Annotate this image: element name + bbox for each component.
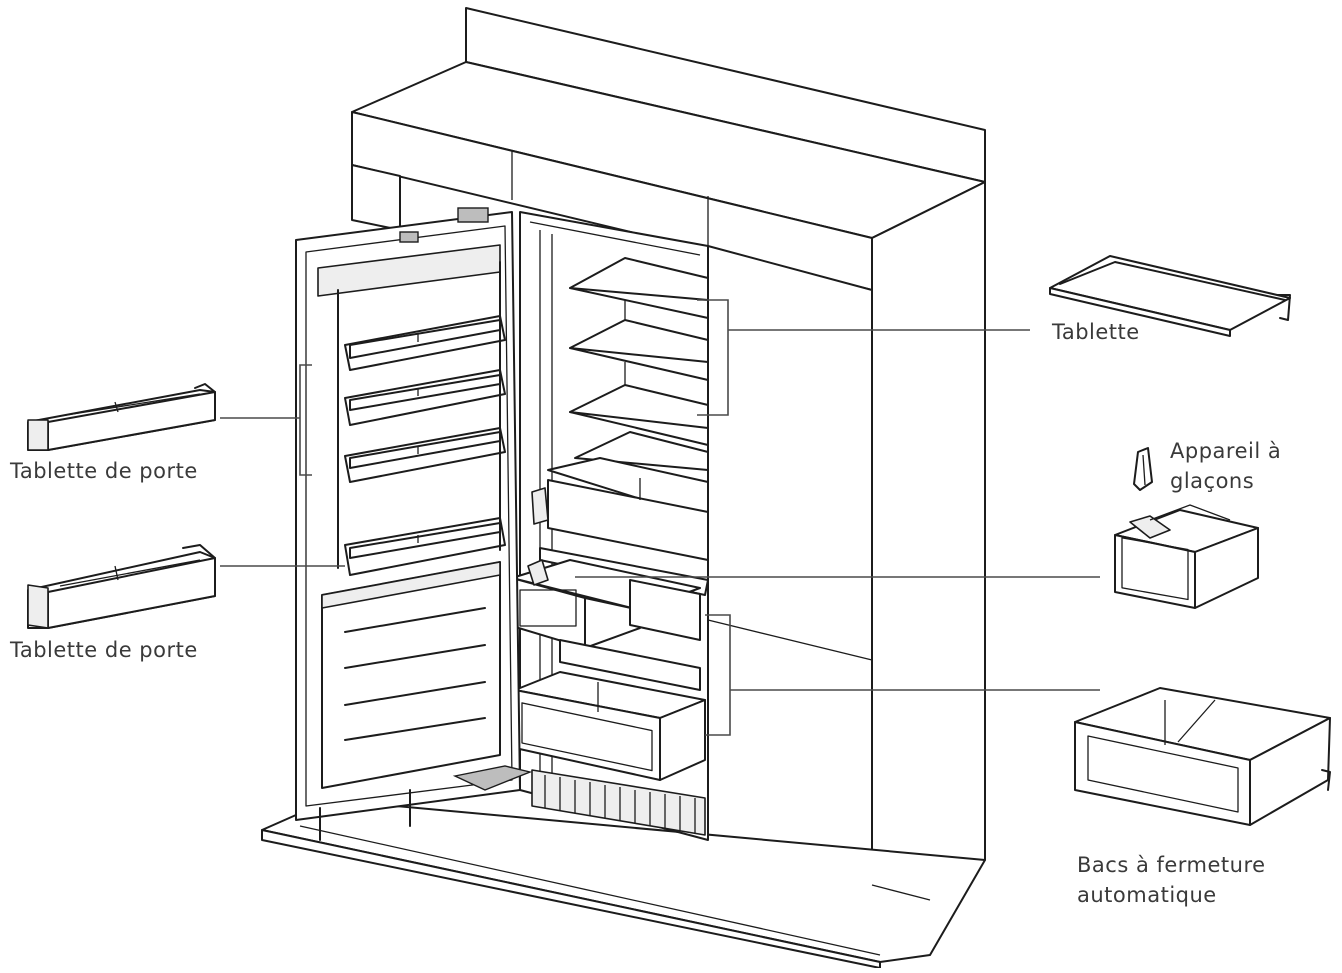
part-door-shelf-top [27,383,216,451]
label-door-shelf-top: Tablette de porte [10,459,198,483]
leader-lines [220,299,1100,736]
door-bins [344,315,506,576]
freezer-door-panel [321,561,501,789]
part-drawer [1074,687,1331,826]
part-shelf [1049,255,1291,337]
part-ice-maker [1114,447,1259,609]
label-tablette: Tablette [1052,320,1140,344]
part-door-shelf-bottom [27,544,216,629]
lower-drawer [514,639,706,781]
label-drawers-line1: Bacs à fermeture [1077,853,1266,877]
ice-maker-drawer [511,559,701,649]
fridge-interior [511,211,709,841]
open-door [295,207,533,841]
vent-grill [531,769,706,836]
label-door-shelf-bottom: Tablette de porte [10,638,198,662]
label-ice-maker-line2: glaçons [1170,469,1255,493]
label-drawers-line2: automatique [1077,883,1217,907]
cabinet-enclosure [261,7,986,969]
label-ice-maker-line1: Appareil à [1170,439,1282,463]
